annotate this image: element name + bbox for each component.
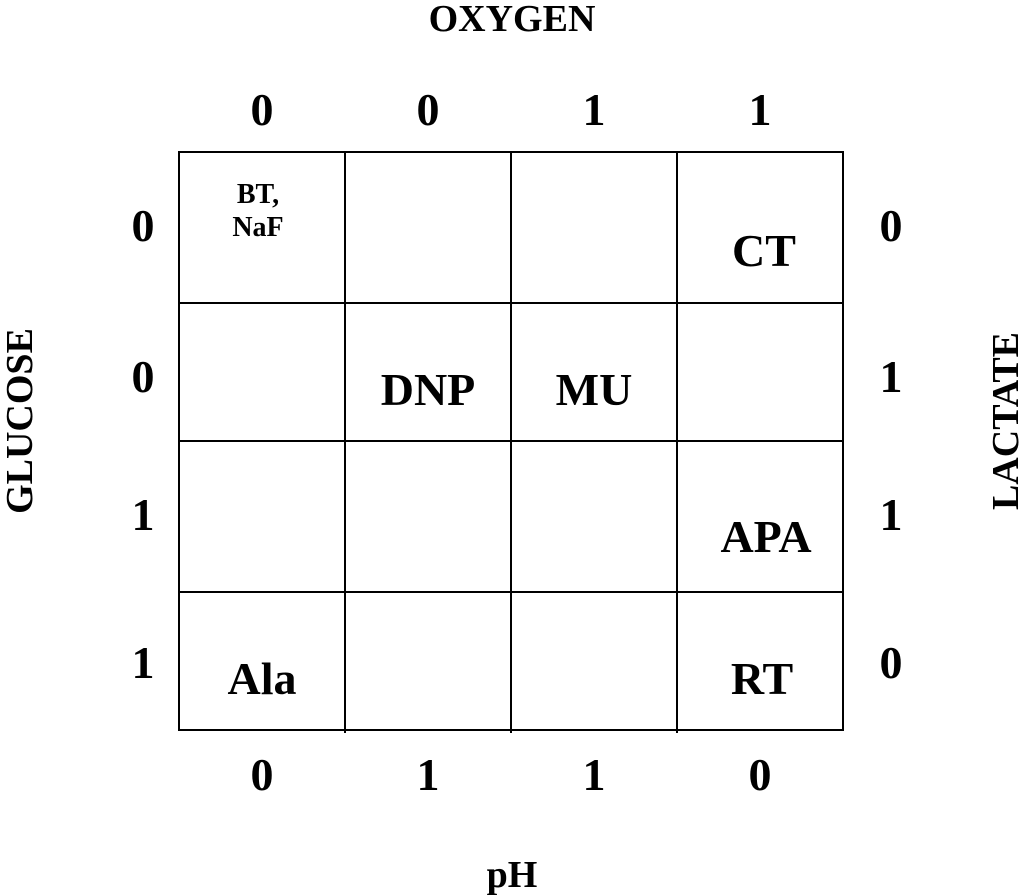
grid-cell: MU <box>512 304 678 442</box>
cell-label-dnp: DNP <box>380 364 476 415</box>
cell-label-naf: NaF <box>232 212 284 243</box>
lactate-tick: 1 <box>879 351 903 402</box>
axis-title-glucose: GLUCOSE <box>0 328 41 514</box>
glucose-tick: 0 <box>131 200 155 251</box>
lactate-tick: 0 <box>879 637 903 688</box>
ph-tick: 0 <box>748 749 772 800</box>
lactate-tick: 0 <box>879 200 903 251</box>
cell-label-rt: RT <box>730 653 794 704</box>
grid-cell: CT <box>678 153 844 304</box>
ph-tick: 1 <box>416 749 440 800</box>
cell-label-bt-naf: BT, NaF <box>232 178 283 244</box>
grid-cell <box>512 442 678 593</box>
grid-cell <box>180 442 346 593</box>
axis-title-lactate: LACTATE <box>985 331 1024 511</box>
oxygen-tick: 0 <box>416 84 440 135</box>
grid-cell: BT, NaF <box>180 153 346 304</box>
cell-label-apa: APA <box>720 511 812 562</box>
ph-tick: 1 <box>582 749 606 800</box>
grid-cell <box>512 593 678 733</box>
oxygen-tick: 1 <box>748 84 772 135</box>
axis-title-ph: pH <box>486 854 538 896</box>
cell-label-mu: MU <box>555 364 633 415</box>
cell-label-ala: Ala <box>227 653 297 704</box>
grid-cell <box>180 304 346 442</box>
cell-label-bt: BT, <box>236 178 280 210</box>
glucose-tick: 1 <box>131 489 155 540</box>
grid-cell: Ala <box>180 593 346 733</box>
grid-cell <box>346 593 512 733</box>
grid-cell <box>512 153 678 304</box>
grid-cell: RT <box>678 593 844 733</box>
axis-title-oxygen: OXYGEN <box>428 0 596 40</box>
cell-label-ct: CT <box>732 225 796 276</box>
oxygen-tick: 0 <box>250 84 274 135</box>
grid-cell <box>346 153 512 304</box>
grid-cell: DNP <box>346 304 512 442</box>
karnaugh-grid: BT, NaF CT DNP MU APA Ala RT <box>178 151 844 733</box>
grid-cell: APA <box>678 442 844 593</box>
glucose-tick: 0 <box>131 351 155 402</box>
ph-tick: 0 <box>250 749 274 800</box>
lactate-tick: 1 <box>879 489 903 540</box>
grid-cell <box>678 304 844 442</box>
glucose-tick: 1 <box>131 637 155 688</box>
oxygen-tick: 1 <box>582 84 606 135</box>
grid-cell <box>346 442 512 593</box>
